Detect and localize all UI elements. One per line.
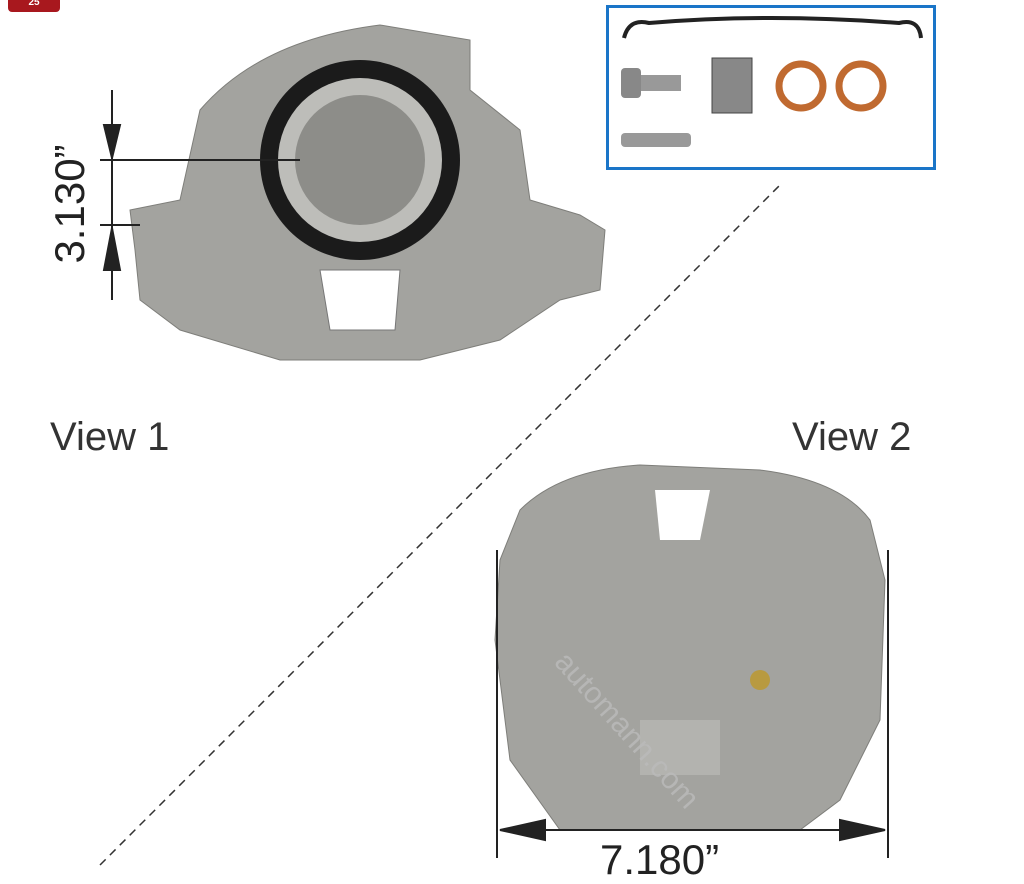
bleeder-screw bbox=[621, 68, 641, 98]
view-2-label: View 2 bbox=[792, 415, 912, 459]
view-1-label: View 1 bbox=[50, 415, 170, 459]
dimension-arrow-width bbox=[496, 550, 889, 858]
hardware-kit-parts bbox=[621, 16, 923, 147]
page-badge: 25 bbox=[8, 0, 60, 12]
bleeder-valve bbox=[621, 133, 691, 147]
copper-washer bbox=[775, 60, 827, 112]
divider-line bbox=[99, 184, 781, 866]
spring-clip bbox=[622, 16, 923, 39]
hardware-kit-inset bbox=[606, 5, 936, 170]
caliper-view-1 bbox=[129, 24, 606, 361]
width-dimension-label: 7.180” bbox=[600, 836, 720, 883]
retainer-clip bbox=[711, 57, 753, 114]
caliper-view-2 bbox=[494, 464, 886, 831]
dimension-arrow-height bbox=[100, 90, 300, 300]
height-dimension-label: 3.130” bbox=[46, 144, 93, 264]
copper-washer bbox=[835, 60, 887, 112]
